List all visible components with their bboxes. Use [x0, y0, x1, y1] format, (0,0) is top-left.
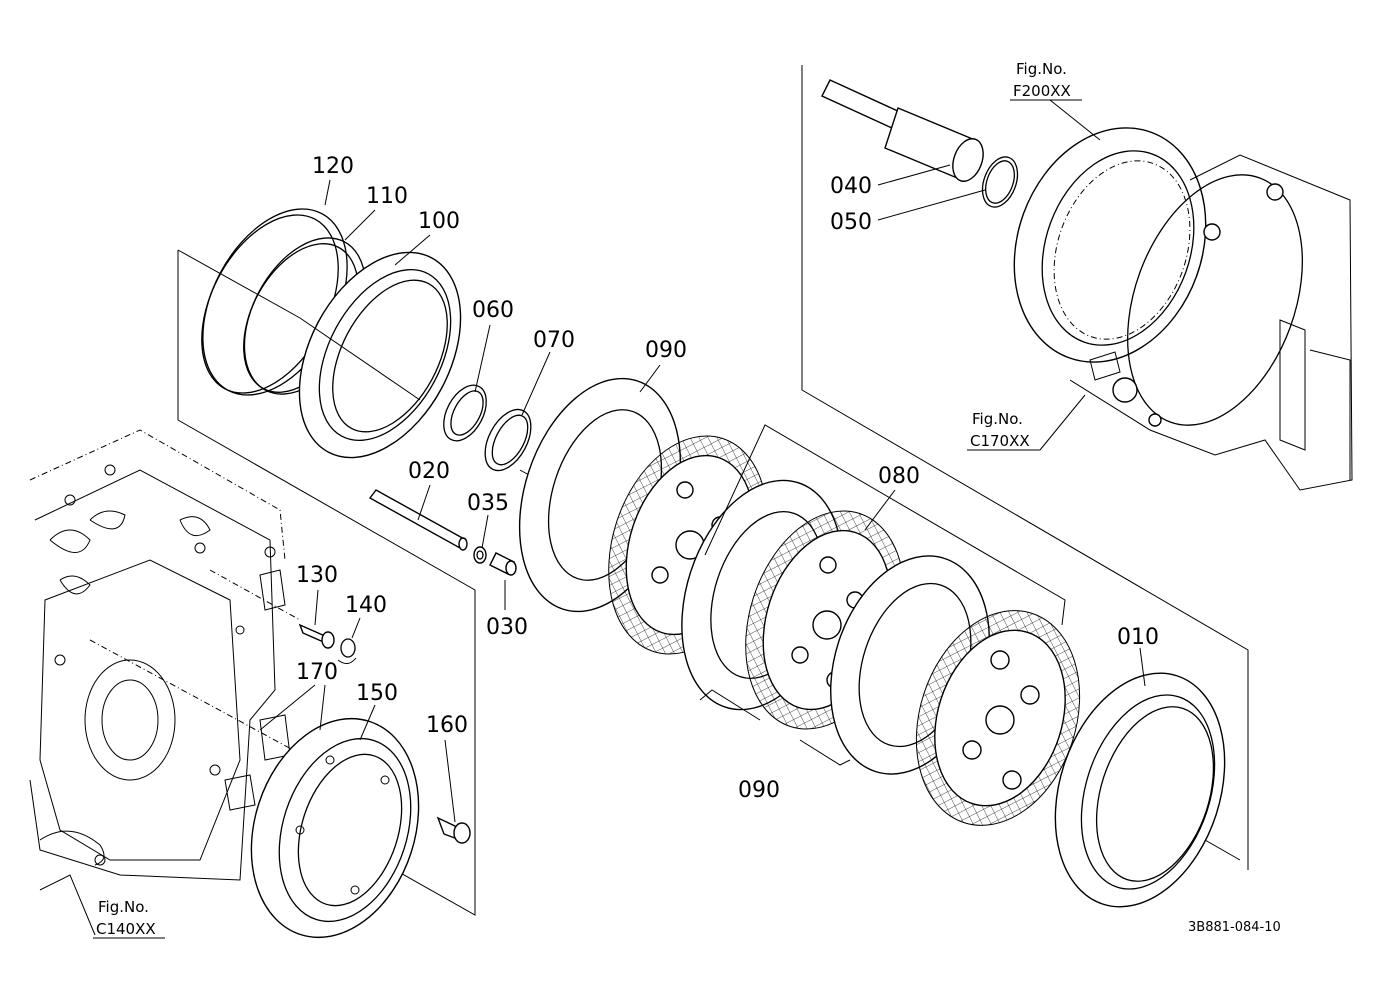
callout-030: 030: [486, 615, 528, 640]
ring-gear: [1013, 127, 1207, 363]
callout-020: 020: [408, 459, 450, 484]
callout-130: 130: [296, 563, 338, 588]
piston-010: [1054, 672, 1226, 908]
callout-090-top: 090: [645, 338, 687, 363]
fig-ref-c170-code: C170XX: [970, 432, 1030, 450]
bushing-030: [489, 552, 517, 576]
bracket-090: [699, 689, 851, 766]
fig-ref-c140-code: C140XX: [96, 920, 156, 938]
callout-070: 070: [533, 328, 575, 353]
shaft-040: [821, 79, 984, 182]
callout-050: 050: [830, 210, 872, 235]
bracket-080: [704, 424, 1066, 626]
rear-housing: [1069, 154, 1353, 491]
piston-100: [298, 251, 462, 459]
snap-ring-060: [443, 384, 487, 442]
bracket-left: [177, 250, 476, 916]
fig-ref-f200-code: F200XX: [1013, 82, 1071, 100]
leader-lines: [39, 99, 1146, 936]
callout-100: 100: [418, 209, 460, 234]
fig-ref-c140-label: Fig.No.: [98, 898, 149, 916]
fitting-130: [298, 623, 335, 649]
transmission-housing: [29, 429, 331, 881]
spring-035: [473, 546, 487, 564]
callout-080: 080: [878, 464, 920, 489]
callout-150: 150: [356, 681, 398, 706]
fig-ref-f200-label: Fig.No.: [1016, 60, 1067, 78]
bolt-160: [436, 816, 471, 844]
callout-110: 110: [366, 184, 408, 209]
fig-ref-f200: Fig.No. F200XX: [1010, 60, 1082, 101]
clip-140: [337, 638, 357, 664]
fig-ref-c140: Fig.No. C140XX: [93, 898, 165, 939]
callout-120: 120: [312, 154, 354, 179]
callout-140: 140: [345, 593, 387, 618]
callout-170: 170: [296, 660, 338, 685]
fig-ref-c170-label: Fig.No.: [972, 410, 1023, 428]
fig-ref-c170: Fig.No. C170XX: [967, 410, 1040, 451]
callout-010: 010: [1117, 625, 1159, 650]
callout-040: 040: [830, 174, 872, 199]
friction-disc-3: [915, 610, 1081, 826]
callout-060: 060: [472, 298, 514, 323]
drawing-code: 3B881-084-10: [1188, 920, 1281, 935]
o-ring-050: [981, 156, 1019, 208]
bracket-right: [801, 65, 1249, 870]
callout-090-bottom: 090: [738, 778, 780, 803]
callout-160: 160: [426, 713, 468, 738]
callouts: 120 110 100 060 070 090 020 035 030 130 …: [296, 154, 1159, 803]
cover-150: [250, 717, 420, 939]
callout-035: 035: [467, 491, 509, 516]
